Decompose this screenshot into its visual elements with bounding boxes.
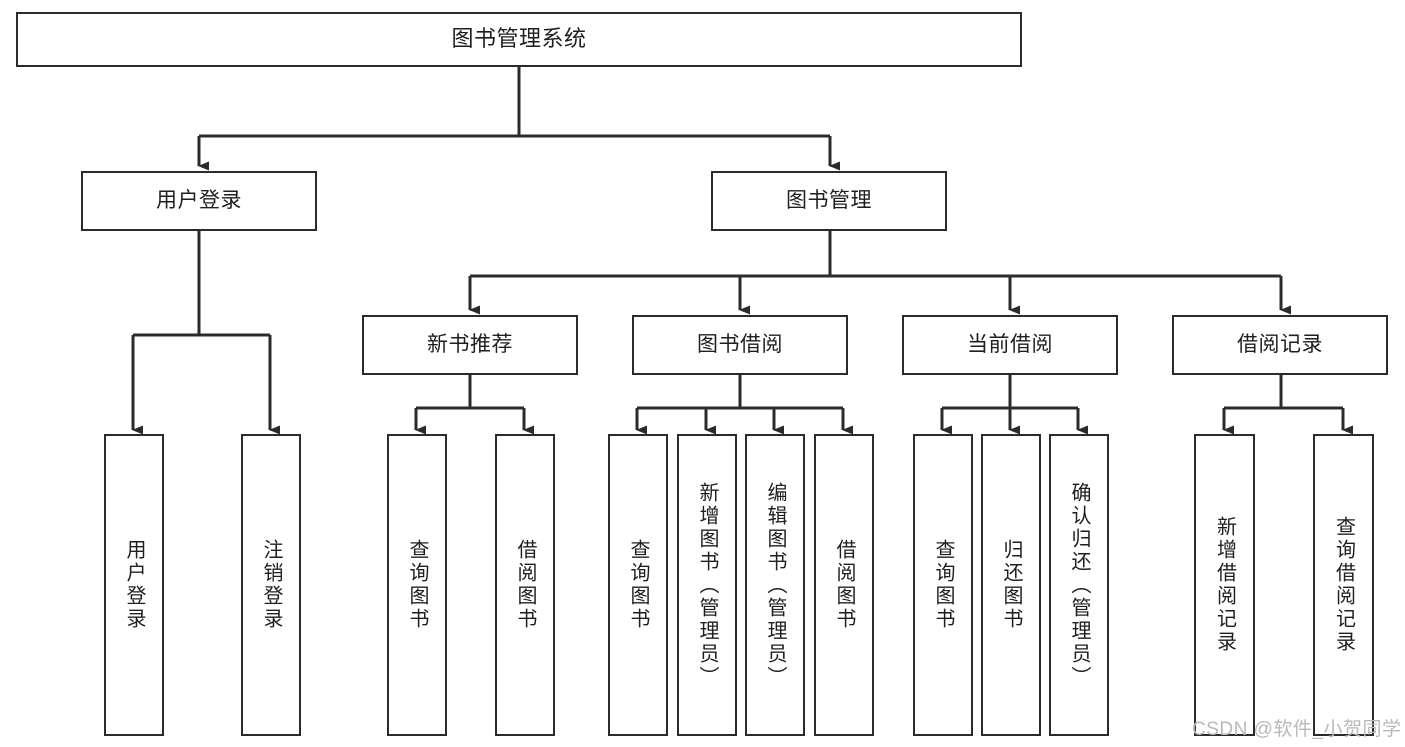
node-leaf-add-record-label: 新增借阅记录 — [1213, 516, 1236, 654]
node-leaf-borrow-book-2-label: 借阅图书 — [833, 539, 855, 631]
node-user-login[interactable]: 用户登录 — [81, 171, 317, 231]
node-leaf-query-record-label: 查询借阅记录 — [1332, 516, 1355, 654]
node-leaf-logout-login[interactable]: 注销登录 — [241, 434, 301, 736]
node-current-borrow-label: 当前借阅 — [967, 333, 1053, 357]
node-book-borrow-label: 图书借阅 — [697, 333, 783, 357]
node-leaf-logout-login-label: 注销登录 — [260, 539, 282, 631]
node-leaf-query-book-1-label: 查询图书 — [406, 539, 428, 631]
node-leaf-borrow-book-2[interactable]: 借阅图书 — [814, 434, 874, 736]
node-leaf-query-book-1[interactable]: 查询图书 — [387, 434, 447, 736]
node-leaf-query-book-2-label: 查询图书 — [627, 539, 649, 631]
node-book-borrow[interactable]: 图书借阅 — [632, 315, 848, 375]
node-leaf-return-book-label: 归还图书 — [1000, 539, 1022, 631]
node-leaf-query-book-3[interactable]: 查询图书 — [913, 434, 973, 736]
node-leaf-query-record[interactable]: 查询借阅记录 — [1313, 434, 1374, 736]
node-leaf-return-book[interactable]: 归还图书 — [981, 434, 1041, 736]
node-leaf-add-book-label: 新增图书（管理员） — [696, 481, 718, 689]
node-leaf-borrow-book-1-label: 借阅图书 — [514, 539, 536, 631]
node-leaf-user-login-label: 用户登录 — [123, 539, 145, 631]
node-current-borrow[interactable]: 当前借阅 — [902, 315, 1118, 375]
node-leaf-edit-book-label: 编辑图书（管理员） — [764, 481, 786, 689]
csdn-watermark-text: CSDN @软件_小贺同学 — [1192, 719, 1402, 740]
node-leaf-add-record[interactable]: 新增借阅记录 — [1194, 434, 1255, 736]
node-new-book-recommend[interactable]: 新书推荐 — [362, 315, 578, 375]
node-leaf-confirm-return[interactable]: 确认归还（管理员） — [1049, 434, 1109, 736]
node-root[interactable]: 图书管理系统 — [16, 12, 1022, 67]
csdn-watermark: CSDN @软件_小贺同学 — [1192, 714, 1401, 741]
node-leaf-add-book[interactable]: 新增图书（管理员） — [677, 434, 737, 736]
node-leaf-confirm-return-label: 确认归还（管理员） — [1068, 481, 1090, 689]
node-borrow-record[interactable]: 借阅记录 — [1172, 315, 1388, 375]
node-leaf-query-book-2[interactable]: 查询图书 — [608, 434, 668, 736]
node-leaf-query-book-3-label: 查询图书 — [932, 539, 954, 631]
node-leaf-edit-book[interactable]: 编辑图书（管理员） — [745, 434, 805, 736]
node-leaf-user-login[interactable]: 用户登录 — [104, 434, 164, 736]
node-leaf-borrow-book-1[interactable]: 借阅图书 — [495, 434, 555, 736]
node-root-label: 图书管理系统 — [451, 26, 587, 52]
node-book-manage[interactable]: 图书管理 — [711, 171, 947, 231]
node-user-login-label: 用户登录 — [156, 189, 242, 213]
node-new-book-recommend-label: 新书推荐 — [427, 333, 513, 357]
node-borrow-record-label: 借阅记录 — [1237, 333, 1323, 357]
node-book-manage-label: 图书管理 — [786, 189, 872, 213]
